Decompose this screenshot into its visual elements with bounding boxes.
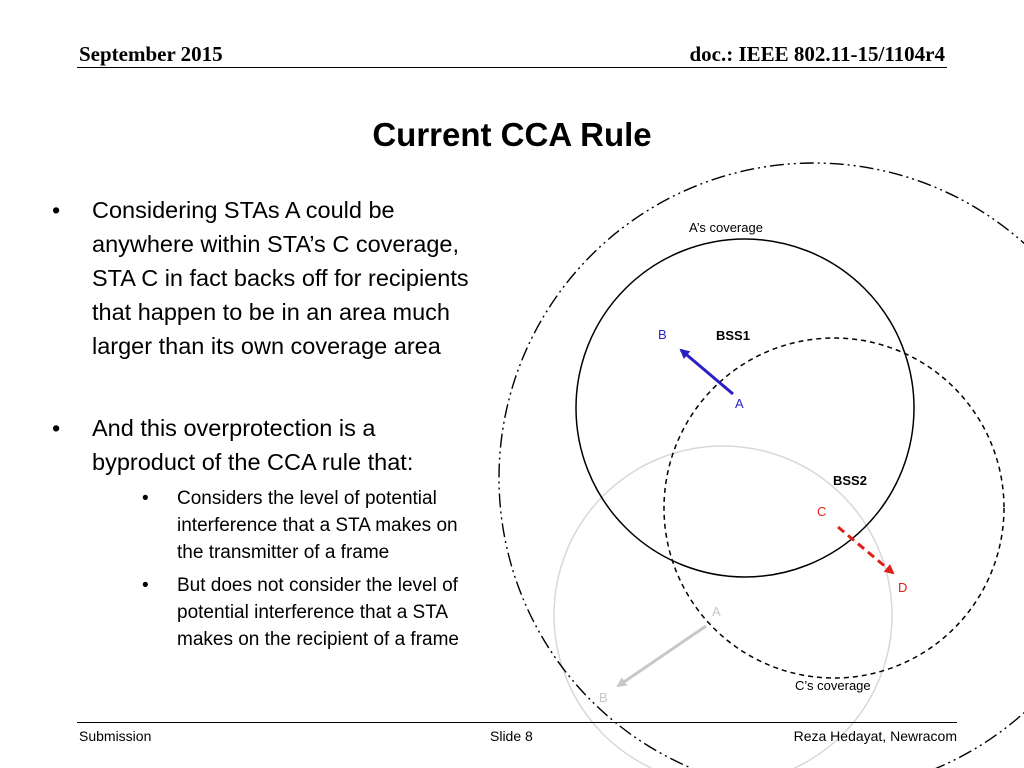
a-coverage-circle — [575, 238, 915, 578]
sub-bullet-item: • But does not consider the level of pot… — [92, 572, 472, 653]
bss2-label: BSS2 — [833, 473, 867, 488]
ghost-station-b: B — [599, 690, 608, 705]
footer-submission: Submission — [79, 728, 152, 744]
bss2-station-d: D — [898, 580, 907, 595]
sub-bullet-text: But does not consider the level of poten… — [177, 575, 459, 650]
bullet-glyph: • — [52, 197, 61, 223]
ghost-coverage-circle — [553, 445, 893, 768]
bullet-text: Considering STAs A could be anywhere wit… — [92, 197, 469, 359]
ghost-link-arrow — [616, 624, 707, 688]
c-coverage-circle — [663, 337, 1005, 679]
bullet-glyph: • — [52, 415, 61, 441]
footer-rule — [77, 722, 957, 723]
ghost-station-a: A — [712, 604, 721, 619]
bullet-glyph: • — [142, 488, 149, 509]
bss2-station-c: C — [817, 504, 826, 519]
a-coverage-label: A’s coverage — [689, 220, 763, 235]
footer-author: Reza Hedayat, Newracom — [793, 728, 957, 744]
bullet-item: • And this overprotection is a byproduct… — [52, 411, 472, 653]
bss2-link-arrow — [837, 525, 895, 575]
sub-bullet-text: Considers the level of potential interfe… — [177, 488, 458, 563]
bullet-text: And this overprotection is a byproduct o… — [92, 415, 414, 475]
bss1-label: BSS1 — [716, 328, 750, 343]
slide-title: Current CCA Rule — [372, 116, 652, 153]
header-date: September 2015 — [79, 42, 223, 66]
bullet-glyph: • — [142, 575, 149, 596]
bullet-list: • Considering STAs A could be anywhere w… — [52, 193, 472, 653]
c-coverage-label: C’s coverage — [795, 678, 871, 693]
footer-slide-number: Slide 8 — [490, 728, 533, 744]
header-rule — [77, 67, 947, 68]
header-doc-id: doc.: IEEE 802.11-15/1104r4 — [689, 42, 945, 66]
bullet-item: • Considering STAs A could be anywhere w… — [52, 193, 472, 363]
bss1-link-arrow — [679, 348, 734, 396]
sub-bullet-item: • Considers the level of potential inter… — [92, 485, 472, 566]
bss1-station-a: A — [735, 396, 744, 411]
bss1-station-b: B — [658, 327, 667, 342]
outer-coverage-circle — [498, 162, 1024, 768]
